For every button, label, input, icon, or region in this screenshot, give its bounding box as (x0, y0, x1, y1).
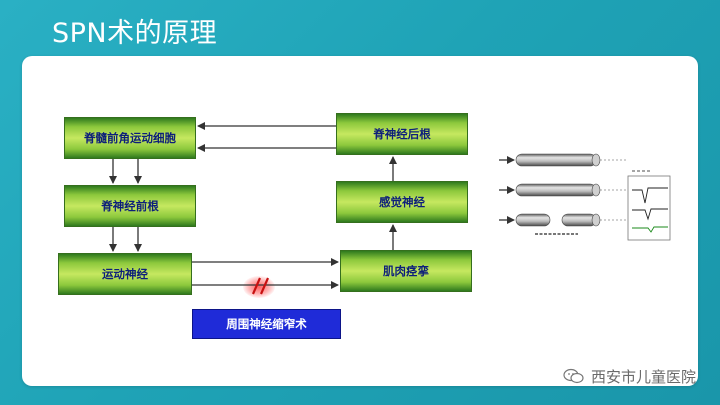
box-procedure: 周围神经缩窄术 (192, 309, 341, 339)
box-muscle-spasm: 肌肉痉挛 (340, 250, 472, 292)
wechat-icon (563, 368, 585, 384)
nerve-illustration (499, 153, 671, 241)
watermark: 西安市儿童医院 (563, 365, 696, 387)
box-posterior-root: 脊神经后根 (336, 113, 468, 155)
watermark-text: 西安市儿童医院 (590, 367, 696, 386)
cut-mark-1 (251, 277, 262, 295)
box-anterior-root: 脊神经前根 (64, 185, 196, 227)
box-anterior-horn-cells: 脊髓前角运动细胞 (64, 117, 196, 159)
box-motor-nerve: 运动神经 (58, 253, 192, 295)
cut-mark-2 (259, 277, 270, 295)
box-sensory-nerve: 感觉神经 (336, 181, 468, 223)
slide-title: SPN术的原理 (52, 18, 218, 49)
